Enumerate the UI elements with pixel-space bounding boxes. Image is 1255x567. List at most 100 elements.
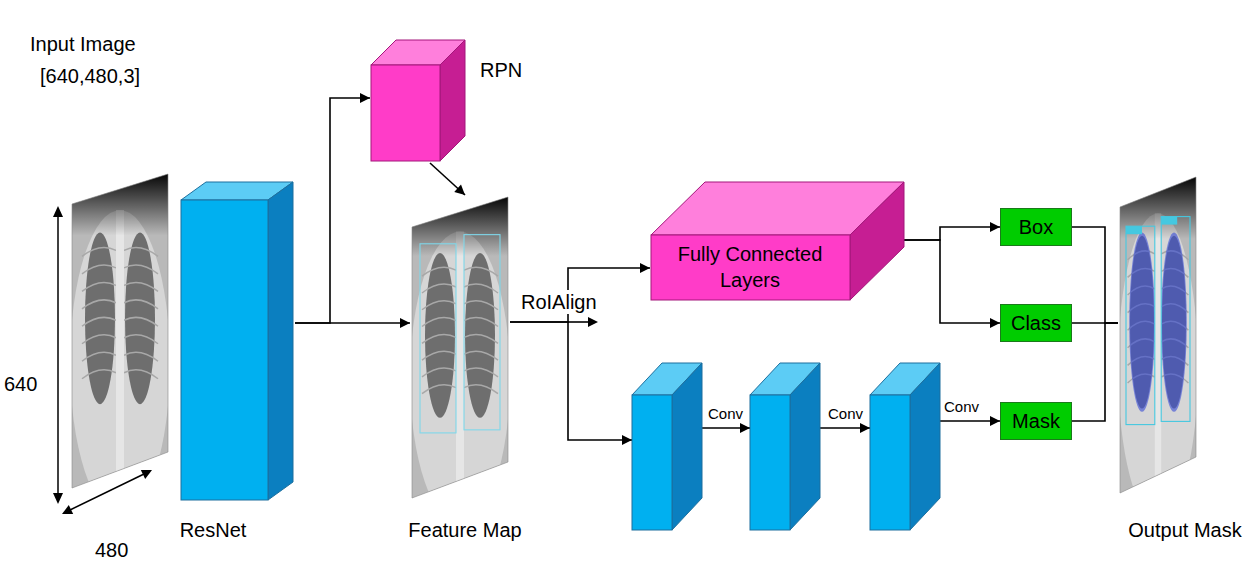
connector [903, 240, 1000, 328]
svg-part [82, 265, 116, 274]
svg-part [464, 351, 498, 360]
resnet-block: ResNet [180, 180, 295, 502]
connector-label: RoIAlign [519, 290, 599, 314]
svg-part [124, 265, 158, 274]
image-outline [72, 174, 168, 488]
svg-part [910, 363, 940, 530]
arrowhead [640, 263, 650, 273]
arrowhead [990, 416, 1000, 426]
dimension-arrowhead [141, 470, 152, 479]
region-box [464, 235, 500, 430]
svg-part [1155, 213, 1161, 533]
svg-part [422, 368, 456, 377]
feature-map-image-shape [410, 195, 510, 500]
image-size: [640,480,3] [40, 64, 190, 88]
front-face [371, 65, 440, 161]
region-box [420, 244, 456, 433]
svg-part [116, 210, 124, 528]
dimension-line [57, 214, 59, 496]
block-label: RPN [480, 58, 540, 82]
fully-connected-block: Fully Connected Layers [650, 180, 906, 302]
svg-part [82, 300, 116, 309]
dimension-label: 480 [95, 538, 128, 562]
dimension-arrowhead [53, 493, 63, 504]
xray-picture [70, 172, 170, 528]
svg-part [464, 284, 498, 293]
class-head: Class [1000, 304, 1072, 342]
svg-part [870, 395, 910, 530]
svg-part [1161, 233, 1187, 412]
svg-part [82, 247, 116, 256]
connector-line [510, 268, 650, 322]
region-box [1126, 226, 1155, 424]
side-face [850, 182, 904, 300]
feature-map-image: Feature Map [410, 195, 510, 500]
svg-part [410, 195, 510, 256]
svg-part [124, 247, 158, 256]
arrowhead [400, 318, 410, 328]
xray-picture [1118, 175, 1198, 533]
connector-line [903, 240, 1000, 323]
head-label: Box [1019, 215, 1053, 239]
image-title: Input Image [30, 32, 180, 56]
image-outline [412, 197, 508, 498]
svg-part [672, 363, 702, 530]
connector [1072, 323, 1118, 421]
svg-part [422, 318, 456, 327]
resnet-block-shape [180, 180, 295, 502]
connector-line [1072, 323, 1118, 421]
svg-part [422, 284, 456, 293]
svg-part [422, 351, 456, 360]
image-label: Feature Map [400, 518, 530, 542]
head-label: Class [1011, 311, 1061, 335]
conv-label: Conv [944, 398, 979, 416]
branch-arrowhead [588, 317, 598, 327]
svg-part [82, 317, 116, 326]
svg-part [750, 395, 790, 530]
connector-line [430, 163, 465, 195]
svg-part [82, 352, 116, 361]
image-label: Output Mask [1120, 518, 1250, 542]
side-face [268, 182, 293, 500]
connector [295, 93, 370, 323]
svg-part [82, 282, 116, 291]
conv-label: Conv [708, 405, 743, 423]
svg-part [422, 267, 456, 276]
connector-line [903, 227, 1000, 240]
svg-part [124, 317, 158, 326]
arrowhead [360, 93, 370, 103]
box-head: Box [1000, 208, 1072, 246]
rpn-block-shape [370, 38, 467, 163]
svg-part [124, 352, 158, 361]
svg-part [70, 172, 170, 236]
dimension-label: 640 [4, 372, 37, 396]
svg-part [124, 300, 158, 309]
connector [1072, 227, 1118, 323]
conv-block [870, 363, 940, 530]
region-box [1161, 217, 1190, 422]
conv-arrowhead [622, 435, 632, 445]
conv-block [750, 363, 820, 530]
svg-part [464, 318, 498, 327]
front-face [651, 235, 850, 300]
svg-part [456, 232, 464, 537]
svg-part [124, 335, 158, 344]
conv-label: Conv [828, 405, 863, 423]
svg-part [422, 301, 456, 310]
svg-part [464, 368, 498, 377]
connector [510, 263, 650, 322]
output-mask-image-shape [1118, 175, 1198, 495]
svg-part [422, 334, 456, 343]
svg-part [464, 334, 498, 343]
svg-part [464, 267, 498, 276]
dimension-arrowhead [53, 206, 63, 217]
svg-part [124, 370, 158, 379]
dimension-arrowhead [62, 505, 73, 514]
block-label: Fully Connected Layers [665, 241, 835, 293]
branch-arrow [568, 321, 590, 323]
svg-part [632, 395, 672, 530]
side-face [440, 40, 465, 161]
connector [903, 222, 1000, 240]
